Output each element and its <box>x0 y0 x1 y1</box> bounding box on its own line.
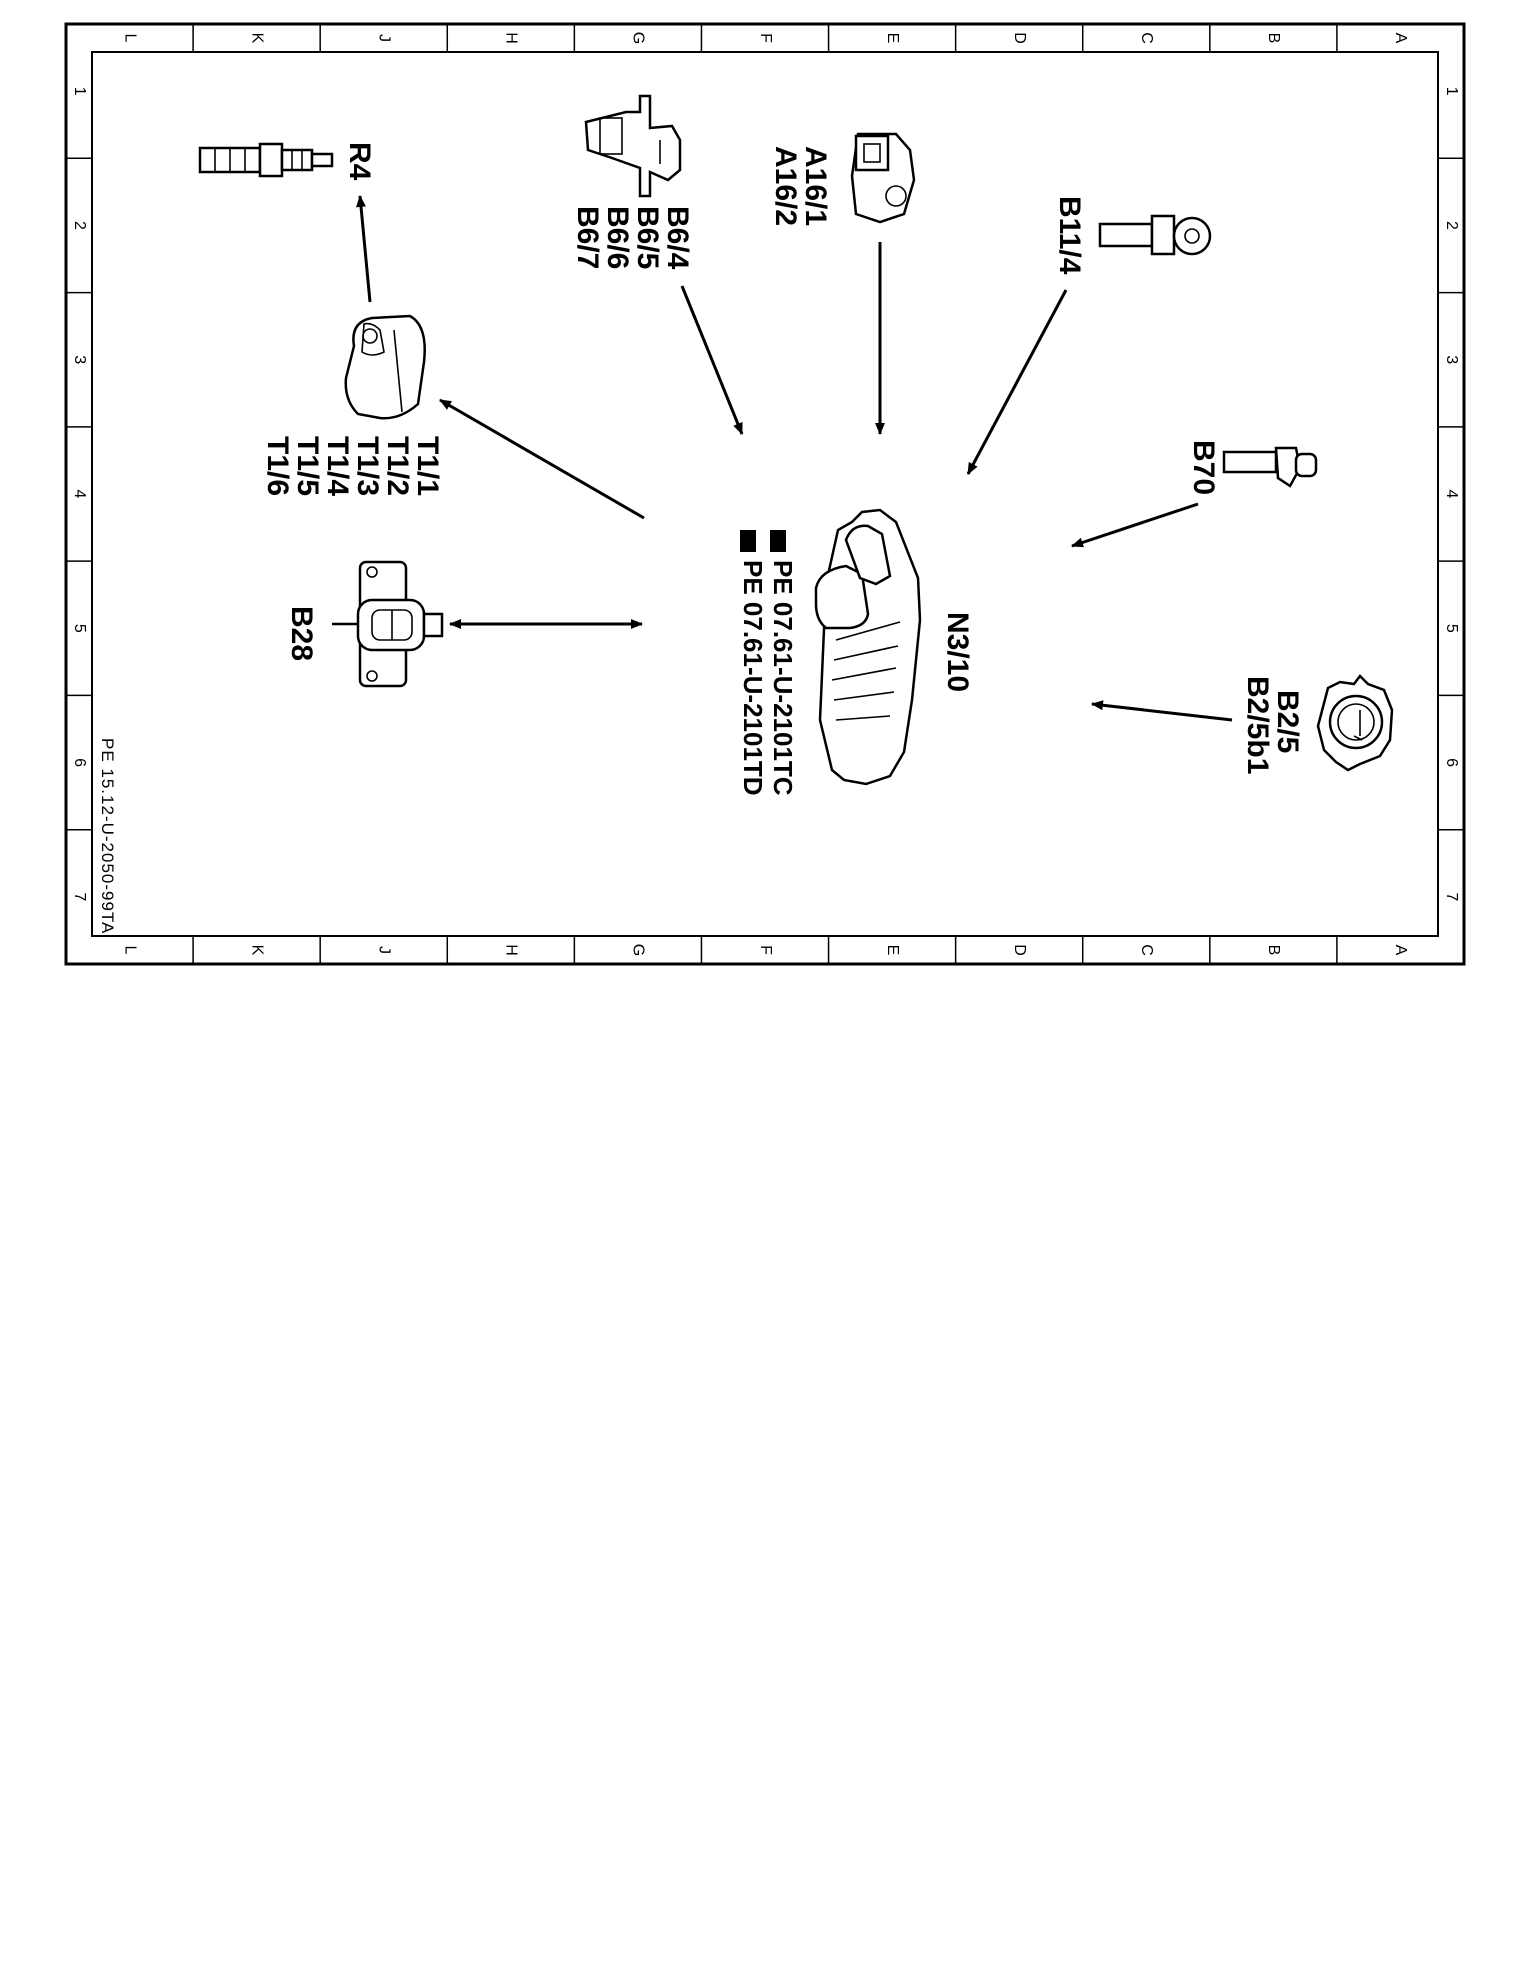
arrow-from-b70 <box>1071 502 1199 548</box>
outer-frame <box>64 22 1466 966</box>
column-label: H <box>503 944 520 956</box>
connection-arrows <box>356 195 1233 722</box>
row-label: 5 <box>71 624 88 633</box>
label-t1-6: T1/6 <box>261 436 294 496</box>
coolant-temperature-sensor-icon <box>1098 214 1212 256</box>
row-label: 3 <box>71 355 88 364</box>
row-label: 2 <box>71 221 88 230</box>
drawing-code: PE 15.12-U-2050-99TA <box>98 738 117 934</box>
arrow-from-b11-4 <box>966 289 1068 475</box>
label-t1-2: T1/2 <box>381 436 414 496</box>
label-b70: B70 <box>1187 440 1220 495</box>
column-label: B <box>1265 945 1282 956</box>
label-r4: R4 <box>343 142 376 181</box>
crankshaft-sensor-icon <box>1222 446 1318 488</box>
label-t1-5: T1/5 <box>291 436 324 496</box>
label-group-b6: B6/4 B6/5 B6/6 B6/7 <box>571 206 694 270</box>
arrow-to-t1 <box>439 398 645 520</box>
label-a16-1: A16/1 <box>799 146 832 226</box>
row-label: 3 <box>1443 355 1460 364</box>
row-label: 4 <box>71 490 88 499</box>
column-label: F <box>757 945 774 955</box>
row-label: 4 <box>1443 490 1460 499</box>
column-label: H <box>503 32 520 44</box>
row-label: 7 <box>1443 892 1460 901</box>
reference-icon <box>740 530 786 552</box>
knock-sensor-icon <box>850 132 916 224</box>
column-label: J <box>375 946 392 954</box>
label-t1-4: T1/4 <box>321 436 354 496</box>
row-label: 1 <box>1443 87 1460 96</box>
column-label: E <box>884 33 901 44</box>
row-label: 2 <box>1443 221 1460 230</box>
column-label: A <box>1392 33 1409 44</box>
column-label: E <box>884 945 901 956</box>
label-group-b2: B2/5 B2/5b1 <box>1241 676 1304 774</box>
label-b6-5: B6/5 <box>631 206 664 269</box>
ignition-coil-icon <box>344 314 426 420</box>
column-label: K <box>248 945 265 956</box>
label-b28: B28 <box>285 606 318 661</box>
row-label: 6 <box>1443 758 1460 767</box>
mass-air-flow-sensor-icon <box>1316 674 1394 772</box>
inner-frame <box>91 51 1439 937</box>
reference-2: PE 07.61-U-2101TD <box>738 560 768 796</box>
label-t1-3: T1/3 <box>351 436 384 496</box>
camshaft-sensor-icon <box>584 94 682 198</box>
pressure-sensor-icon <box>332 560 444 688</box>
column-label: C <box>1138 944 1155 956</box>
column-label: B <box>1265 33 1282 44</box>
row-labels-left: 1 2 3 4 5 6 7 <box>71 87 88 902</box>
arrow-from-b6 <box>680 285 744 435</box>
column-label: L <box>121 946 138 955</box>
column-label: J <box>375 34 392 42</box>
column-label: D <box>1011 944 1028 956</box>
column-label: G <box>630 944 647 956</box>
arrow-from-b2 <box>1091 700 1233 722</box>
label-a16-2: A16/2 <box>769 146 802 226</box>
column-label: K <box>248 33 265 44</box>
engine-control-module-icon <box>814 508 922 786</box>
label-b6-4: B6/4 <box>661 206 694 270</box>
column-label: G <box>630 32 647 44</box>
label-b11-4: B11/4 <box>1053 196 1086 275</box>
arrow-to-r4 <box>356 195 372 303</box>
label-b2-5: B2/5 <box>1271 690 1304 753</box>
reference-1: PE 07.61-U-2101TC <box>768 560 798 796</box>
row-label: 5 <box>1443 624 1460 633</box>
row-label: 6 <box>71 758 88 767</box>
row-labels-right: 1 2 3 4 5 6 7 <box>1443 87 1460 902</box>
label-b6-6: B6/6 <box>601 206 634 269</box>
label-group-t1: T1/1 T1/2 T1/3 T1/4 T1/5 T1/6 <box>261 436 444 496</box>
label-b6-7: B6/7 <box>571 206 604 269</box>
column-label: C <box>1138 32 1155 44</box>
column-label: F <box>757 33 774 43</box>
row-label: 7 <box>71 892 88 901</box>
spark-plug-icon <box>198 142 334 178</box>
grid-ticks <box>66 24 1464 964</box>
column-label: A <box>1392 945 1409 956</box>
label-b2-5b1: B2/5b1 <box>1241 676 1274 774</box>
row-label: 1 <box>71 87 88 96</box>
column-label: L <box>121 34 138 43</box>
label-n3-10: N3/10 <box>941 612 974 692</box>
label-group-a16: A16/1 A16/2 <box>769 146 832 226</box>
label-t1-1: T1/1 <box>411 436 444 496</box>
column-label: D <box>1011 32 1028 44</box>
reference-notes: PE 07.61-U-2101TC PE 07.61-U-2101TD <box>738 530 798 796</box>
